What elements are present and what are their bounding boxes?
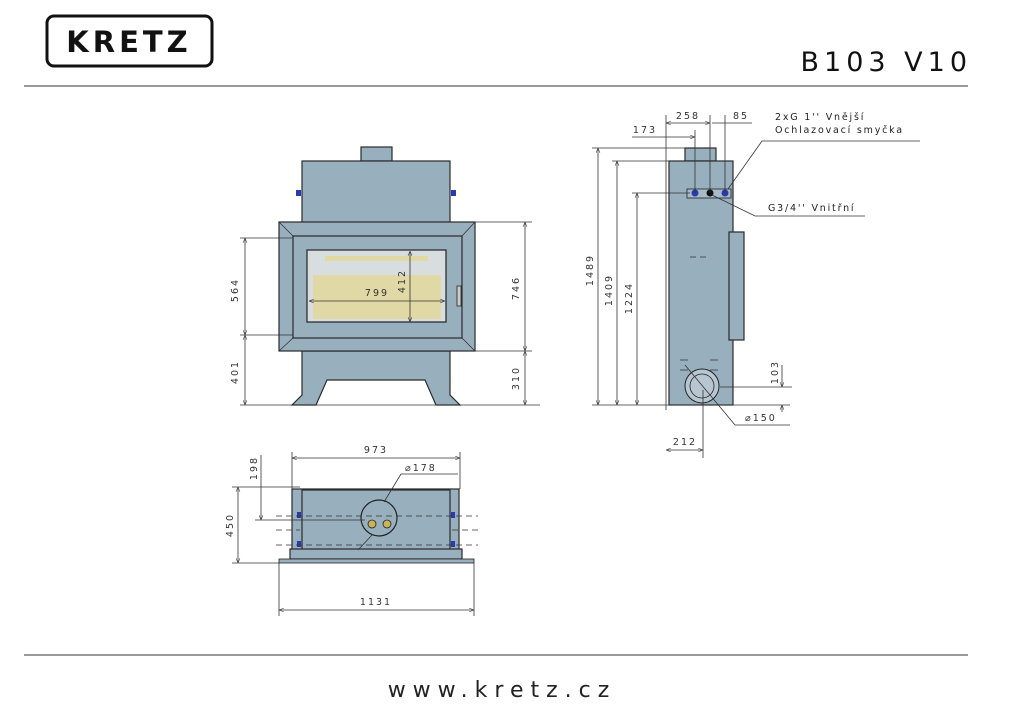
model-title: B103 V10 [801, 47, 972, 78]
dim-310: 310 [511, 366, 522, 390]
logo-text: KRETZ [66, 25, 191, 59]
internal-connection-label: G3/4'' Vnitřní [768, 203, 855, 214]
top-view: 973 198 450 1131 ⌀178 [225, 445, 478, 616]
cooling-loop-label: Ochlazovací smyčka [775, 125, 904, 136]
dim-d178: ⌀178 [405, 463, 437, 474]
dim-799: 799 [365, 288, 389, 299]
dim-412: 412 [397, 269, 408, 293]
dim-450: 450 [225, 513, 236, 537]
dim-746: 746 [511, 276, 522, 300]
dim-973: 973 [364, 445, 388, 456]
dim-85: 85 [733, 111, 749, 122]
dim-564: 564 [230, 278, 241, 302]
dim-d150: ⌀150 [745, 413, 777, 424]
dim-258: 258 [676, 111, 700, 122]
kretz-logo: KRETZ [45, 14, 214, 68]
dim-1224: 1224 [624, 282, 635, 314]
dim-401: 401 [230, 360, 241, 384]
dim-1409: 1409 [604, 274, 615, 306]
dim-1131: 1131 [360, 597, 392, 608]
dim-1489: 1489 [585, 254, 596, 286]
external-connection-label: 2xG 1'' Vnější [775, 112, 865, 123]
footer-url: www.kretz.cz [388, 678, 617, 703]
side-view: 1489 1409 1224 258 85 173 2xG 1'' Vnější… [585, 111, 920, 458]
front-view: 564 401 746 310 799 412 [230, 146, 540, 406]
dim-198: 198 [249, 456, 260, 480]
dim-212: 212 [673, 437, 697, 448]
dim-103: 103 [770, 360, 781, 384]
dim-173: 173 [633, 125, 657, 136]
